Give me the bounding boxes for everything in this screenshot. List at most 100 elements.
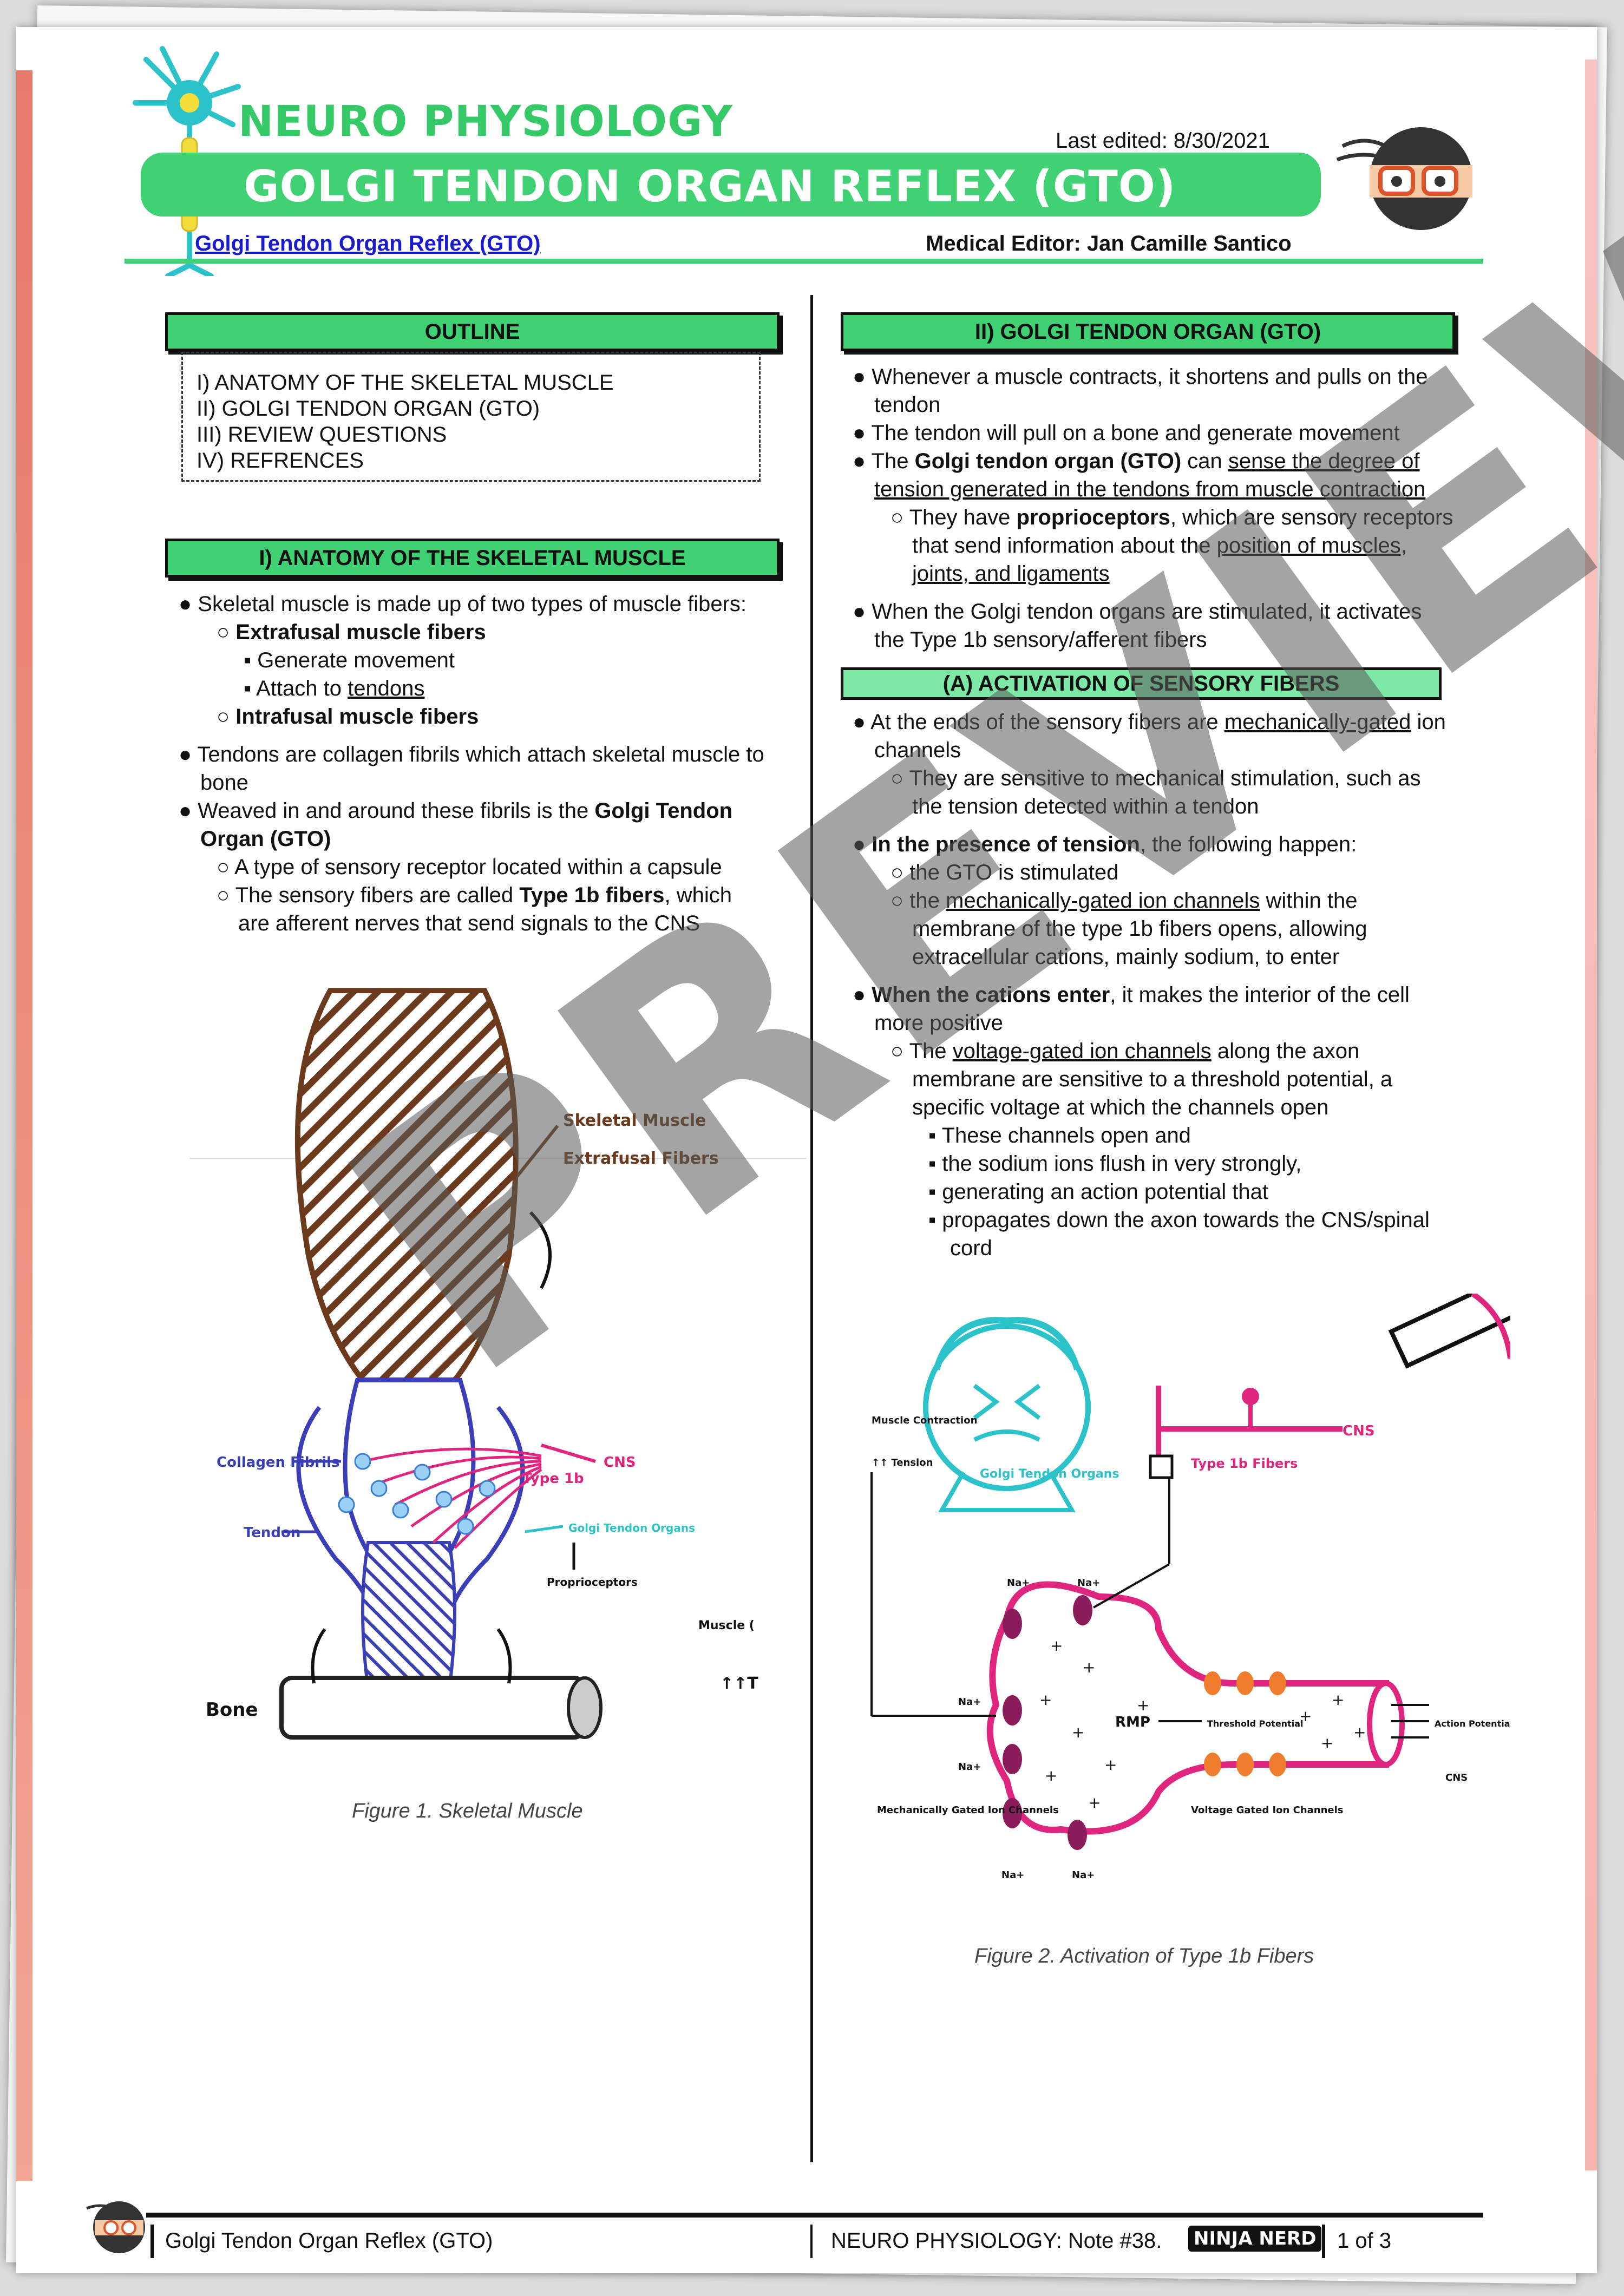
svg-text:+: + (1299, 1707, 1312, 1725)
page-title: GOLGI TENDON ORGAN REFLEX (GTO) (244, 161, 1176, 212)
bullet: ● Skeletal muscle is made up of two type… (179, 592, 747, 616)
fig2-label: Na+ (1007, 1577, 1030, 1589)
fig1-label: Golgi Tendon Organs (568, 1521, 695, 1534)
outline-item[interactable]: IV) REFRENCES (197, 449, 364, 473)
footer-bar-left (150, 2225, 154, 2258)
figure2-caption: Figure 2. Activation of Type 1b Fibers (974, 1945, 1314, 1967)
column-divider (810, 295, 813, 2162)
bullet: ● When the cations enter, it makes the i… (853, 983, 1410, 1035)
sub-bullet: ○ They have proprioceptors, which are se… (890, 506, 1453, 586)
sub-sub-bullet: ▪ Generate movement (244, 648, 455, 672)
fig1-label: Collagen Fibrils (217, 1454, 340, 1471)
fig1-label: Extrafusal Fibers (563, 1149, 719, 1168)
svg-text:+: + (1039, 1691, 1052, 1709)
fig1-label: Skeletal Muscle (563, 1111, 706, 1130)
sub-bullet: ○ Extrafusal muscle fibers (217, 620, 486, 644)
bullet: ● The tendon will pull on a bone and gen… (853, 421, 1400, 445)
sectionA-heading: (A) ACTIVATION OF SENSORY FIBERS (841, 667, 1442, 700)
fig1-label: Bone (206, 1699, 258, 1721)
outline-heading: OUTLINE (165, 312, 780, 351)
fig1-label: Tendon (244, 1525, 300, 1541)
fig1-label: CNS (604, 1454, 636, 1471)
footer-bar-right (1322, 2225, 1325, 2258)
footer-bar-mid (810, 2225, 813, 2258)
footer-rule (146, 2213, 1483, 2218)
svg-text:+: + (1137, 1696, 1149, 1714)
document-page (16, 27, 1597, 2273)
fig2-label: CNS (1343, 1423, 1375, 1439)
sub-sub-bullet: ▪ propagates down the axon towards the C… (928, 1208, 1430, 1260)
header-rule (125, 259, 1483, 264)
bullet: ● Tendons are collagen fibrils which att… (179, 743, 764, 795)
sub-sub-bullet: ▪ the sodium ions flush in very strongly… (928, 1152, 1302, 1176)
svg-text:+: + (1050, 1637, 1063, 1655)
title-banner (141, 153, 1321, 217)
sectionA-body: ● At the ends of the sensory fibers are … (853, 708, 1453, 1262)
sub-sub-bullet: ▪ generating an action potential that (928, 1180, 1268, 1204)
fig2-label: Golgi Tendon Organs (980, 1467, 1119, 1481)
fig2-label: Action Potentials (1435, 1718, 1510, 1729)
logo-text: NINJA NERD (1194, 2228, 1317, 2249)
bullet: ● In the presence of tension, the follow… (853, 832, 1357, 856)
footer-title: Golgi Tendon Organ Reflex (GTO) (165, 2229, 493, 2253)
document-link[interactable]: Golgi Tendon Organ Reflex (GTO) (195, 232, 541, 255)
fig2-label: RMP (1115, 1714, 1150, 1730)
svg-text:+: + (1332, 1691, 1344, 1709)
sub-bullet: ○ The voltage-gated ion channels along t… (890, 1039, 1393, 1119)
figure2-type1b-activation-diagram: Golgi Tendon Organs CNS Type 1b Fibers M… (870, 1294, 1510, 1881)
ninja-nerd-logo: NINJA NERD (1188, 2226, 1322, 2252)
section1-body: ● Skeletal muscle is made up of two type… (179, 590, 769, 937)
svg-text:+: + (1321, 1734, 1333, 1752)
svg-text:+: + (1072, 1723, 1084, 1741)
section1-heading: I) ANATOMY OF THE SKELETAL MUSCLE (165, 539, 780, 578)
fig2-label: Na+ (1077, 1577, 1100, 1589)
sub-sub-bullet: ▪ Attach to tendons (244, 677, 425, 700)
sub-bullet: ○ Intrafusal muscle fibers (217, 705, 479, 729)
fig2-label: Muscle Contraction (872, 1415, 977, 1426)
footer-note: NEURO PHYSIOLOGY: Note #38. (831, 2229, 1162, 2253)
fig2-label: Na+ (1001, 1869, 1024, 1881)
bullet: ● The Golgi tendon organ (GTO) can sense… (853, 449, 1426, 501)
fig2-label: ↑↑ Tension (872, 1457, 933, 1468)
outline-item[interactable]: III) REVIEW QUESTIONS (197, 423, 447, 447)
figure1-skeletal-muscle-diagram: Skeletal Muscle Extrafusal Fibers Collag… (189, 988, 807, 1740)
bullet: ● At the ends of the sensory fibers are … (853, 710, 1446, 762)
fig2-label: Threshold Potential (1207, 1718, 1303, 1729)
sub-sub-bullet: ▪ These channels open and (928, 1124, 1191, 1147)
sub-bullet: ○ The sensory fibers are called Type 1b … (217, 883, 732, 935)
bullet: ● When the Golgi tendon organs are stimu… (853, 600, 1422, 652)
fig1-label: Muscle ( (698, 1619, 755, 1632)
svg-text:+: + (1104, 1756, 1117, 1774)
svg-text:+: + (1045, 1767, 1057, 1785)
page-number: 1 of 3 (1337, 2229, 1392, 2253)
sub-bullet: ○ the GTO is stimulated (890, 861, 1119, 884)
outline-item[interactable]: I) ANATOMY OF THE SKELETAL MUSCLE (197, 371, 614, 395)
medical-editor: Medical Editor: Jan Camille Santico (926, 232, 1292, 255)
brand-title: NEURO PHYSIOLOGY (238, 97, 733, 146)
sub-bullet: ○ A type of sensory receptor located wit… (217, 855, 722, 879)
fig1-label: Proprioceptors (547, 1576, 638, 1589)
outline-box: I) ANATOMY OF THE SKELETAL MUSCLE II) GO… (181, 352, 761, 482)
section2-body: ● Whenever a muscle contracts, it shorte… (853, 363, 1453, 654)
page-edge-decoration (16, 70, 32, 2181)
figure1-caption: Figure 1. Skeletal Muscle (352, 1800, 583, 1822)
bullet: ● Whenever a muscle contracts, it shorte… (853, 365, 1428, 417)
fig2-label: Na+ (958, 1696, 981, 1708)
svg-text:+: + (1088, 1794, 1101, 1812)
outline-item[interactable]: II) GOLGI TENDON ORGAN (GTO) (197, 397, 540, 421)
fig2-label: Na+ (1072, 1869, 1095, 1881)
ninja-footer-icon (86, 2201, 145, 2253)
fig1-label: ↑↑T (720, 1674, 758, 1693)
section2-heading: II) GOLGI TENDON ORGAN (GTO) (841, 312, 1455, 351)
sub-bullet: ○ the mechanically-gated ion channels wi… (890, 889, 1367, 969)
bullet: ● Weaved in and around these fibrils is … (179, 799, 733, 851)
fig2-label: Mechanically Gated Ion Channels (877, 1805, 1059, 1816)
ninja-avatar-icon (1336, 127, 1472, 230)
fig2-label: CNS (1445, 1772, 1468, 1783)
fig2-label: Voltage Gated Ion Channels (1191, 1805, 1344, 1816)
sub-bullet: ○ They are sensitive to mechanical stimu… (890, 766, 1421, 818)
fig1-label: Type 1b (522, 1471, 584, 1487)
page-edge-decoration-right (1585, 60, 1597, 2170)
last-edited: Last edited: 8/30/2021 (1056, 129, 1270, 153)
fig2-label: Type 1b Fibers (1191, 1456, 1298, 1471)
